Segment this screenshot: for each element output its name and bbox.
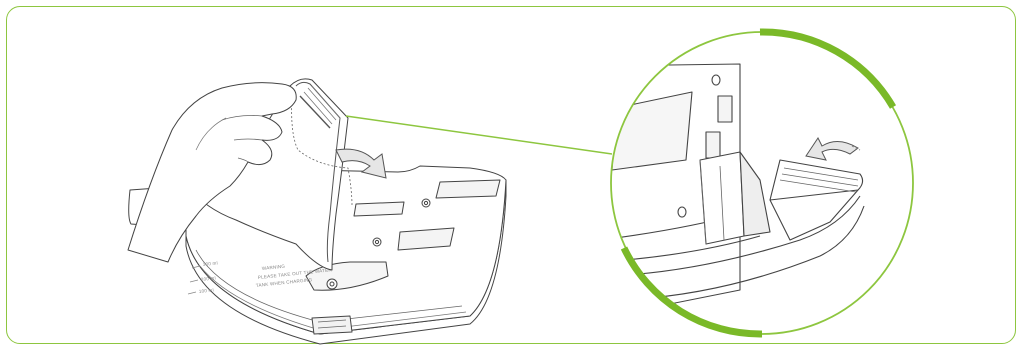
- level-label-100: 100 ml: [199, 287, 214, 294]
- zoom-connector-line: [346, 116, 612, 154]
- zoom-detail: [600, 32, 913, 334]
